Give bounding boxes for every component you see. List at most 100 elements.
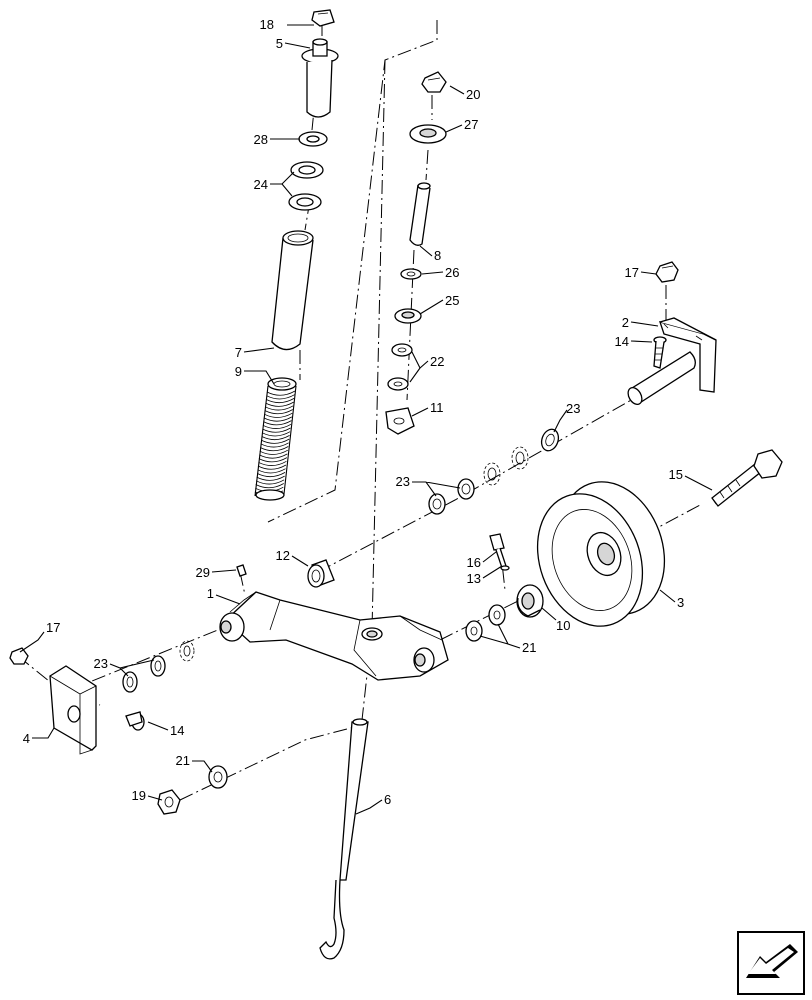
- nut-18: [311, 9, 335, 27]
- spring-bottom: [255, 489, 285, 501]
- nut-17-upper: [655, 261, 679, 283]
- washer-27: [409, 124, 447, 144]
- tube-7: [271, 230, 314, 351]
- pin-8: [409, 182, 431, 246]
- callout-9: 9: [235, 364, 242, 379]
- grease-fitting-16-13: [489, 533, 510, 571]
- rod-6: [319, 718, 369, 960]
- callout-15: 15: [669, 467, 683, 482]
- spring-coil: [266, 390, 296, 396]
- callout-12: 12: [276, 548, 290, 563]
- spring-coil: [260, 442, 289, 448]
- callout-20: 20: [466, 87, 480, 102]
- washer-28: [298, 131, 328, 147]
- plate-4: [49, 665, 97, 755]
- callout-14-lower: 14: [170, 723, 184, 738]
- callout-4: 4: [23, 731, 30, 746]
- spring-coil: [261, 431, 291, 437]
- spring-coil: [262, 427, 291, 433]
- spring-coil: [263, 420, 292, 426]
- spring-coil: [265, 405, 294, 411]
- spring-coil: [260, 438, 290, 444]
- callout-24: 24: [254, 177, 268, 192]
- spring-outline: [254, 385, 297, 497]
- nut-17-left: [9, 647, 29, 665]
- callout-16: 16: [467, 555, 481, 570]
- circlips-23-mid: [428, 478, 475, 515]
- spring-coil: [264, 409, 293, 415]
- callout-25: 25: [445, 293, 459, 308]
- callout-29: 29: [196, 565, 210, 580]
- spring-coil: [257, 468, 286, 474]
- fitting-29: [236, 564, 247, 577]
- callout-23-left: 23: [94, 656, 108, 671]
- spring-coil: [263, 416, 293, 422]
- tab-plate-11: [385, 407, 415, 435]
- collar-10: [516, 584, 544, 618]
- bolt-14-upper: [653, 336, 667, 369]
- callout-22: 22: [430, 354, 444, 369]
- spring-coil: [256, 479, 285, 485]
- spring-coil: [260, 446, 289, 452]
- callout-5: 5: [276, 36, 283, 51]
- lever-arm-1: [219, 591, 449, 681]
- washer-25: [394, 308, 422, 324]
- spring-coil: [261, 435, 290, 441]
- callout-11: 11: [430, 400, 444, 415]
- washers-23-left: [122, 640, 195, 693]
- bushing-12: [307, 559, 335, 588]
- spring-coil: [258, 460, 287, 466]
- spring-9: [254, 377, 297, 501]
- nut-20: [421, 71, 447, 93]
- callout-17-upper: 17: [625, 265, 639, 280]
- next-page-arrow-icon[interactable]: [737, 931, 805, 995]
- spring-coil: [256, 472, 286, 478]
- callout-8: 8: [434, 248, 441, 263]
- washer-21-left: [208, 765, 228, 789]
- callout-1: 1: [207, 586, 214, 601]
- callout-21-left: 21: [176, 753, 190, 768]
- callout-3: 3: [677, 595, 684, 610]
- wave-washers: [483, 446, 529, 486]
- callout-17-left: 17: [46, 620, 60, 635]
- spring-coil: [264, 412, 293, 418]
- circlip-23-upper: [540, 428, 560, 452]
- callout-21-right: 21: [522, 640, 536, 655]
- spring-coil: [256, 475, 285, 481]
- washer-26: [400, 268, 422, 280]
- spring-coil: [262, 423, 292, 429]
- spring-coil: [258, 457, 288, 463]
- callout-2: 2: [622, 315, 629, 330]
- spring-coil: [265, 398, 295, 404]
- washers-24: [288, 161, 324, 211]
- callout-23-upper: 23: [566, 401, 580, 416]
- callout-labels: 18 5 28 24 7 9 20 27 8 26 25 22 11 17 2 …: [23, 17, 684, 807]
- callout-10: 10: [556, 618, 570, 633]
- spring-coil: [255, 483, 284, 489]
- washers-22: [387, 343, 413, 391]
- callout-18: 18: [260, 17, 274, 32]
- bolt-15: [711, 449, 783, 507]
- callout-14-upper: 14: [615, 334, 629, 349]
- spring-coil: [266, 394, 295, 400]
- callout-28: 28: [254, 132, 268, 147]
- spring-coil: [259, 453, 288, 459]
- leader-lines: [19, 24, 713, 815]
- callout-6: 6: [384, 792, 391, 807]
- callout-26: 26: [445, 265, 459, 280]
- center-lines: [17, 20, 701, 801]
- callout-7: 7: [235, 345, 242, 360]
- spring-coil: [259, 449, 288, 455]
- spring-coil: [265, 401, 294, 407]
- callout-13: 13: [467, 571, 481, 586]
- nut-19: [157, 789, 181, 815]
- spring-coil: [257, 464, 287, 470]
- flanged-sleeve-5: [301, 38, 339, 118]
- callout-23-mid: 23: [396, 474, 410, 489]
- callout-19: 19: [132, 788, 146, 803]
- bolt-14-lower: [125, 711, 145, 731]
- bracket-2: [627, 317, 717, 406]
- callout-27: 27: [464, 117, 478, 132]
- pulley-3: [536, 481, 666, 627]
